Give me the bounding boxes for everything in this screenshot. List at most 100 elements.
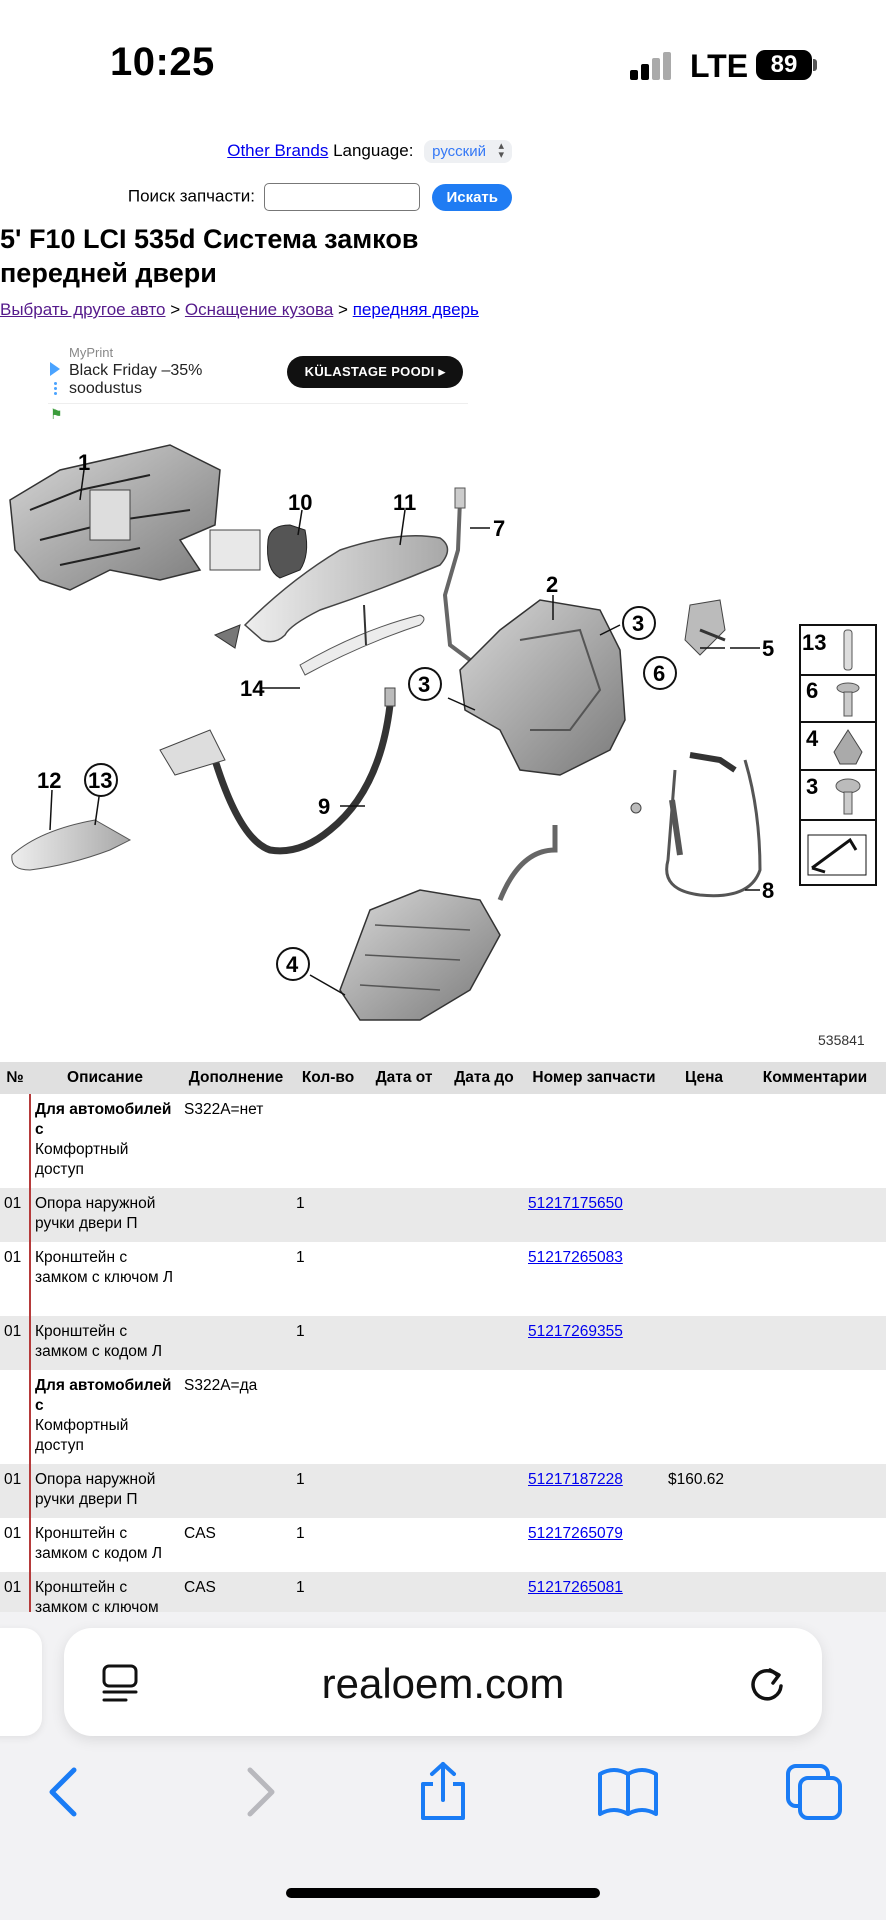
col-number: № xyxy=(0,1062,30,1094)
group-heading: Для автомобилей с xyxy=(35,1101,172,1138)
part-number-link[interactable]: 51217265079 xyxy=(528,1525,623,1542)
cell-qty: 1 xyxy=(292,1464,364,1518)
part-number-link[interactable]: 51217269355 xyxy=(528,1323,623,1340)
bookmarks-icon[interactable] xyxy=(596,1760,660,1824)
cell-no: 01 xyxy=(0,1316,30,1370)
cell-no xyxy=(0,1370,30,1464)
cell-description: Опора наружной ручки двери П xyxy=(29,1464,180,1518)
cell-price xyxy=(664,1316,744,1370)
ad-choices-icon[interactable]: ⚑ xyxy=(50,406,63,422)
search-input[interactable] xyxy=(263,183,420,211)
search-row: Поиск запчасти: Искать xyxy=(0,183,512,211)
breadcrumb-change-car[interactable]: Выбрать другое авто xyxy=(0,300,166,319)
table-header-row: № Описание Дополнение Кол-во Дата от Дат… xyxy=(0,1062,886,1094)
cell-addition xyxy=(180,1464,292,1518)
cell-no: 01 xyxy=(0,1572,30,1612)
battery-tip xyxy=(813,59,817,71)
callout-3a: 3 xyxy=(632,611,644,636)
home-indicator xyxy=(286,1888,600,1898)
part-number-link[interactable]: 51217175650 xyxy=(528,1195,623,1212)
table-row: 01 Опора наружной ручки двери П 1 512171… xyxy=(0,1188,886,1242)
breadcrumb: Выбрать другое авто > Оснащение кузова >… xyxy=(0,300,479,320)
callout-7: 7 xyxy=(493,516,505,541)
legend-4: 4 xyxy=(806,726,819,751)
ad-cta-button[interactable]: KÜLASTAGE POODI ▸ xyxy=(287,356,463,388)
cell-qty: 1 xyxy=(292,1572,364,1612)
language-select[interactable]: русский ▴▾ xyxy=(424,140,512,163)
part-number-link[interactable]: 51217187228 xyxy=(528,1471,623,1488)
cell-qty: 1 xyxy=(292,1316,364,1370)
callout-13: 13 xyxy=(88,768,112,793)
cell-price xyxy=(664,1242,744,1316)
battery-icon: 89 xyxy=(756,50,812,80)
part-number-link[interactable]: 51217265081 xyxy=(528,1579,623,1596)
callout-12: 12 xyxy=(37,768,61,793)
ad-line2: soodustus xyxy=(69,380,142,397)
cell-addition xyxy=(180,1188,292,1242)
callout-1: 1 xyxy=(78,450,90,475)
callout-5: 5 xyxy=(762,636,774,661)
callout-3b: 3 xyxy=(418,672,430,697)
select-chevrons-icon: ▴▾ xyxy=(498,140,504,161)
parts-table-container[interactable]: № Описание Дополнение Кол-во Дата от Дат… xyxy=(0,1062,886,1612)
search-button[interactable]: Искать xyxy=(432,183,512,211)
bracket-part xyxy=(9,444,261,591)
reload-icon[interactable] xyxy=(746,1662,788,1704)
other-brands-link[interactable]: Other Brands xyxy=(227,140,329,160)
breadcrumb-body-equipment[interactable]: Оснащение кузова xyxy=(184,300,334,319)
previous-tab-preview[interactable] xyxy=(0,1628,42,1736)
cell-qty: 1 xyxy=(292,1188,364,1242)
parts-diagram-svg: 1 10 11 7 2 3 5 6 14 3 12 13 9 8 4 13 6 … xyxy=(9,444,877,1048)
callout-14: 14 xyxy=(240,676,265,701)
col-price: Цена xyxy=(664,1062,744,1094)
signal-icon xyxy=(630,50,674,80)
forward-icon[interactable] xyxy=(226,1760,290,1824)
cell-description: Кронштейн с замком с кодом Л xyxy=(29,1518,180,1572)
cell-no: 01 xyxy=(4,1249,22,1266)
parts-diagram[interactable]: 1 10 11 7 2 3 5 6 14 3 12 13 9 8 4 13 6 … xyxy=(0,430,886,1050)
table-row: 01 Кронштейн с замком с ключом Л 1 51217… xyxy=(0,1242,886,1316)
cell-description: Кронштейн с замком с ключом Л xyxy=(29,1242,180,1316)
cell-no: 01 xyxy=(4,1525,22,1542)
col-description: Описание xyxy=(30,1062,180,1094)
ad-play-icon xyxy=(50,362,60,376)
part-number-link[interactable]: 51217265083 xyxy=(528,1249,623,1266)
table-row: 01 Кронштейн с замком с ключом CAS 1 512… xyxy=(0,1572,886,1612)
cell-addition xyxy=(180,1242,292,1316)
status-bar: 10:25 LTE 89 xyxy=(0,0,886,120)
url-text: realoem.com xyxy=(321,1660,565,1707)
legend-3: 3 xyxy=(806,774,818,799)
cell-no: 01 xyxy=(0,1464,30,1518)
callout-2: 2 xyxy=(546,572,558,597)
ad-banner[interactable]: ⚑ MyPrint Black Friday –35% soodustus KÜ… xyxy=(48,340,468,422)
page-menu-icon[interactable] xyxy=(100,1664,140,1704)
share-icon[interactable] xyxy=(411,1760,475,1824)
cell-qty xyxy=(292,1094,364,1188)
cell-addition: S322A=да xyxy=(184,1377,258,1394)
callout-9: 9 xyxy=(318,794,330,819)
ad-brand: MyPrint xyxy=(69,345,114,360)
cell-no: 01 xyxy=(0,1188,30,1242)
breadcrumb-separator: > xyxy=(170,300,181,319)
cell-price xyxy=(664,1370,744,1464)
hardware-legend xyxy=(799,624,877,886)
cell-addition xyxy=(180,1316,292,1370)
group-desc: Комфортный доступ xyxy=(35,1417,129,1454)
callout-4: 4 xyxy=(286,952,299,977)
search-label: Поиск запчасти: xyxy=(127,186,255,206)
language-label: Language: xyxy=(333,140,414,160)
breadcrumb-front-door[interactable]: передняя дверь xyxy=(352,300,479,319)
clock: 10:25 xyxy=(110,40,215,84)
table-row: 01 Кронштейн с замком с кодом Л 1 512172… xyxy=(0,1316,886,1370)
ad-options-icon[interactable] xyxy=(54,382,57,396)
diagram-ref-number: 535841 xyxy=(818,1032,865,1048)
callout-6: 6 xyxy=(653,661,665,686)
address-bar[interactable]: realoem.com xyxy=(64,1628,822,1736)
cell-price xyxy=(664,1094,744,1188)
tabs-icon[interactable] xyxy=(782,1760,846,1824)
cell-qty: 1 xyxy=(296,1525,305,1542)
back-icon[interactable] xyxy=(34,1760,98,1824)
